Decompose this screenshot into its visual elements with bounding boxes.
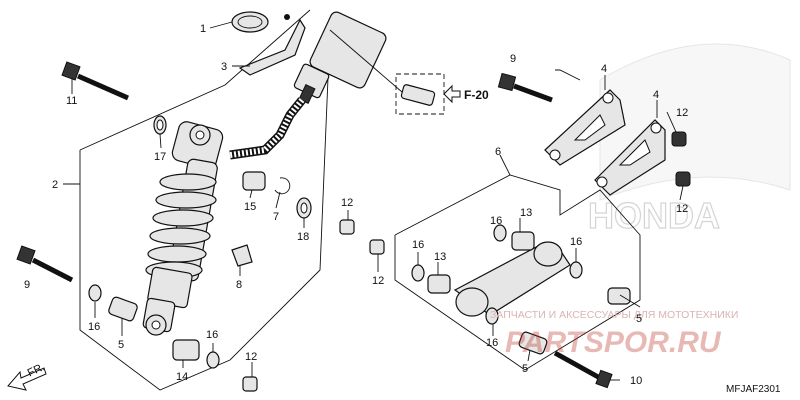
callout-label: 18: [297, 231, 309, 243]
brand-mark: HONDA: [588, 195, 720, 236]
needle-bearing-13-b: [427, 274, 451, 294]
callout-label: 12: [341, 197, 353, 209]
watermark-text: ЗАПЧАСТИ И АКСЕССУАРЫ ДЛЯ МОТОТЕХНИКИ: [490, 309, 738, 321]
shock-assembly-outline: [79, 9, 331, 391]
watermark: ЗАПЧАСТИ И АКСЕССУАРЫ ДЛЯ МОТОТЕХНИКИ PA…: [490, 309, 738, 359]
oil-seal-16-a: [88, 284, 102, 302]
reference-arrow: F-20: [395, 73, 489, 115]
callout-label: 2: [52, 179, 58, 191]
nut-12-d: [675, 171, 691, 187]
callout-label: 17: [154, 151, 166, 163]
callout-label: 8: [236, 279, 242, 291]
shock-link-plate-front: [594, 119, 666, 196]
mount-bolt-lower: [16, 245, 74, 283]
link-bolt-10: [553, 350, 613, 389]
front-direction-arrow: FR.: [7, 361, 47, 391]
shock-reservoir: [293, 11, 387, 105]
callout-label: 12: [245, 351, 257, 363]
callout-label: 13: [520, 207, 532, 219]
collar-5-b: [607, 287, 631, 305]
rear-shock-absorber: [142, 121, 224, 336]
callout-label: 4: [601, 63, 607, 75]
callout-label: 4: [653, 89, 659, 101]
dust-seal-16-f: [485, 307, 499, 325]
callout-label: 16: [486, 337, 498, 349]
shock-link-rod: [453, 241, 571, 317]
reservoir-bracket: [238, 14, 306, 76]
callout-label: 16: [570, 236, 582, 248]
collar-15: [242, 171, 266, 191]
dust-seal-16-d: [411, 264, 425, 282]
callout-label: 1: [200, 23, 206, 35]
callout-label: 16: [88, 321, 100, 333]
callout-label: 16: [412, 239, 424, 251]
callout-label: 12: [676, 203, 688, 215]
oil-seal-18: [296, 197, 312, 219]
callout-label: 16: [206, 329, 218, 341]
callout-label: 3: [221, 61, 227, 73]
leader-lines: [63, 21, 684, 381]
reservoir-hose: [229, 97, 306, 160]
callout-label: 12: [676, 107, 688, 119]
callout-label: 15: [244, 201, 256, 213]
nut-12-b: [242, 376, 258, 392]
callout-label: 7: [273, 211, 279, 223]
dust-seal-16-e: [569, 261, 583, 279]
bearing-14: [172, 339, 200, 361]
callout-label: 13: [434, 251, 446, 263]
honda-wing-logo: HONDA: [587, 43, 791, 237]
callout-label: 5: [522, 363, 528, 375]
diagram-code: MFJAF2301: [726, 384, 781, 395]
callout-label: 10: [630, 375, 642, 387]
direction-label: FR.: [26, 361, 47, 379]
collar-5-a: [108, 296, 138, 322]
callout-label: 16: [490, 215, 502, 227]
shock-link-plate-rear: [544, 89, 626, 166]
reference-label: F-20: [464, 88, 489, 102]
nut-12-a: [339, 219, 355, 235]
link-assembly-outline: [394, 69, 641, 371]
oil-seal-16-b: [206, 351, 220, 369]
plate-8: [231, 244, 253, 267]
needle-bearing-13-a: [511, 231, 535, 251]
callout-label: 9: [24, 279, 30, 291]
damper-bolt: [400, 84, 436, 106]
callout-label: 12: [372, 275, 384, 287]
oil-seal-17: [153, 115, 167, 135]
callout-label: 5: [636, 313, 642, 325]
dust-seal-16-c: [493, 224, 507, 242]
nut-12-e: [369, 239, 385, 255]
link-bolt-9: [497, 72, 553, 103]
callout-label: 5: [118, 339, 124, 351]
mount-bolt-upper: [61, 61, 130, 101]
callout-label: 11: [66, 95, 77, 107]
circlip-7: [274, 177, 291, 195]
watermark-logo: PARTSPOR.RU: [505, 326, 722, 359]
reservoir-clamp: [231, 11, 269, 33]
callout-label: 9: [510, 53, 516, 65]
callout-label: 14: [176, 371, 188, 383]
nut-12-c: [671, 131, 687, 147]
callout-numbers: 1 3 11 2 17 15 7 18 12 12 9 16 5 16 14 8…: [24, 23, 688, 387]
callout-label: 6: [495, 146, 501, 158]
